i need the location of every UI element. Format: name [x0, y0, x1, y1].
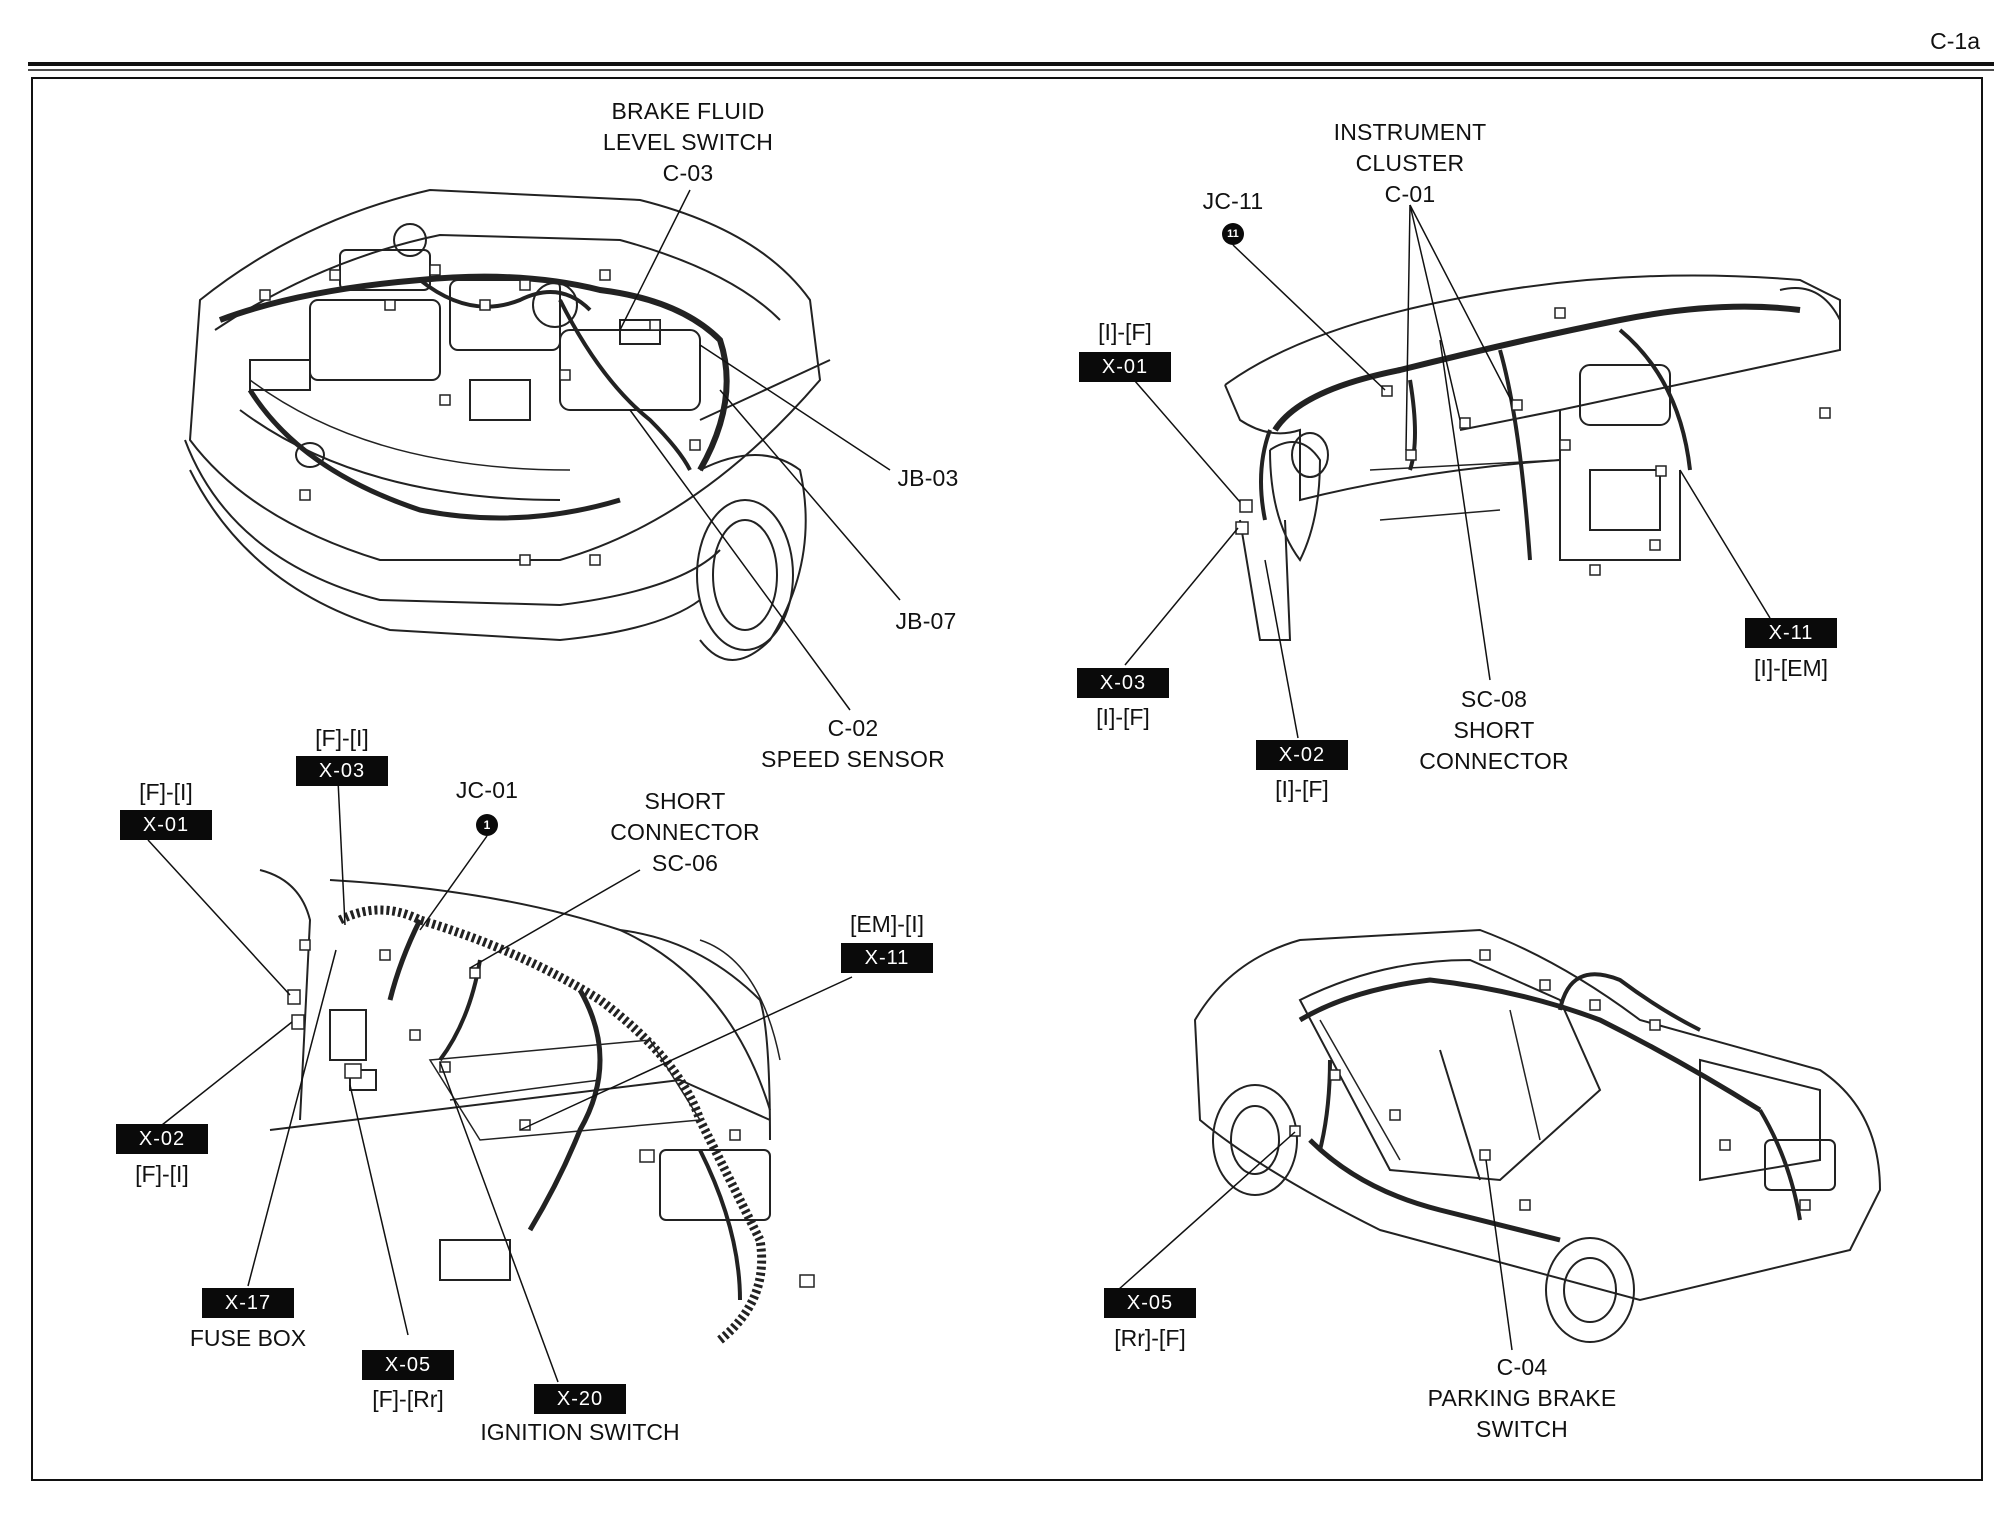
sc06-short-connector-label: SHORT CONNECTOR SC-06	[610, 788, 760, 876]
di-x11-tag: X-11	[841, 943, 933, 973]
instrument-panel-illustration	[1224, 274, 1841, 641]
brake-fluid-level-switch-label: BRAKE FLUID LEVEL SWITCH C-03	[602, 98, 774, 186]
body-x05-sub: [Rr]-[F]	[1114, 1325, 1186, 1351]
parking-brake-switch-label: C-04 PARKING BRAKE SWITCH	[1427, 1354, 1617, 1442]
car-body-leaders	[1117, 1131, 1513, 1351]
di-x05-sub: [F]-[Rr]	[372, 1386, 444, 1412]
ip-x01-tag: X-01	[1079, 352, 1171, 382]
ip-x01-sub: [I]-[F]	[1098, 319, 1152, 345]
jc11-label: JC-11	[1202, 188, 1264, 214]
car-body-connectors	[1289, 949, 1811, 1211]
di-x17-tag: X-17	[202, 1288, 294, 1318]
jc01-label: JC-01	[455, 777, 519, 803]
ip-x02-tag: X-02	[1256, 740, 1348, 770]
di-x02-sub: [F]-[I]	[135, 1161, 189, 1187]
jb03-label: JB-03	[897, 465, 959, 491]
di-x03-sub: [F]-[I]	[315, 725, 369, 751]
instrument-cluster-label: INSTRUMENT CLUSTER C-01	[1333, 119, 1487, 207]
engine-bay-leaders	[619, 189, 901, 711]
ip-x11-tag: X-11	[1745, 618, 1837, 648]
engine-bay-illustration	[184, 188, 831, 661]
jb07-label: JB-07	[895, 608, 957, 634]
di-x05-tag: X-05	[362, 1350, 454, 1380]
body-x05-tag: X-05	[1104, 1288, 1196, 1318]
jc01-marker: 1	[483, 818, 491, 832]
ignition-switch-label: IGNITION SWITCH	[480, 1419, 680, 1445]
dash-interior-connectors	[287, 939, 815, 1288]
di-x11-sub: [EM]-[I]	[849, 911, 925, 937]
di-x03-tag: X-03	[296, 756, 388, 786]
fuse-box-label: FUSE BOX	[189, 1325, 307, 1351]
di-x02-tag: X-02	[116, 1124, 208, 1154]
dash-interior-leaders	[147, 779, 853, 1383]
ip-x11-sub: [I]-[EM]	[1753, 655, 1829, 681]
page-number: C-1a	[1930, 28, 1980, 54]
speed-sensor-label: C-02 SPEED SENSOR	[761, 715, 945, 772]
di-x01-tag: X-01	[120, 810, 212, 840]
page-frame	[28, 62, 1994, 1481]
jc11-marker-dot	[1222, 223, 1244, 245]
dash-interior-illustration	[259, 869, 781, 1344]
instrument-panel-leaders	[1124, 204, 1771, 739]
di-x01-sub: [F]-[I]	[139, 779, 193, 805]
di-x20-tag: X-20	[534, 1384, 626, 1414]
engine-bay-connectors	[259, 264, 701, 566]
ip-x03-tag: X-03	[1077, 668, 1169, 698]
ip-x03-sub: [I]-[F]	[1096, 704, 1150, 730]
ip-x02-sub: [I]-[F]	[1275, 776, 1329, 802]
instrument-panel-connectors	[1235, 307, 1831, 576]
car-body-illustration	[1193, 928, 1882, 1343]
sc08-short-connector-label: SC-08 SHORT CONNECTOR	[1419, 686, 1569, 774]
jc11-marker: 11	[1227, 228, 1239, 240]
jc01-marker-dot	[476, 814, 498, 836]
